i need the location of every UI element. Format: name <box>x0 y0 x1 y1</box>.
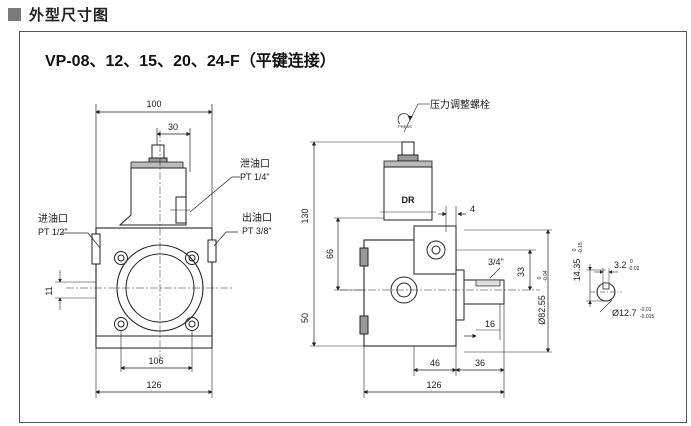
key-detail-view <box>586 264 622 313</box>
key-shaft-tol-upper: -0.01 <box>640 307 652 313</box>
drain-port-label: 泄油口 <box>240 157 270 170</box>
front-dim-30: 30 <box>168 122 178 132</box>
key-height-tol-lower: -0.15 <box>578 242 584 254</box>
key-width-tol-upper: 0 <box>630 259 633 265</box>
outlet-port-thread: PT 3/8" <box>242 226 272 236</box>
side-dim-4: 4 <box>470 204 475 214</box>
side-dim-130: 130 <box>300 208 310 223</box>
side-dim-46: 46 <box>430 358 440 368</box>
key-dim-width: 3.2 <box>614 260 627 270</box>
inlet-port-label: 进油口 <box>38 212 68 225</box>
shaft-diameter: Ø82.55 <box>537 295 547 325</box>
key-dim-height: 14.35 <box>572 259 582 282</box>
key-height-tol-upper: 0 <box>572 248 578 251</box>
drain-port-thread: PT 1/4" <box>240 172 270 182</box>
outlet-port-label: 出油口 <box>242 211 272 224</box>
shaft-dia-tol-lower: -0.04 <box>543 270 549 282</box>
front-dim-100: 100 <box>146 99 161 109</box>
pressure-screw-label: 压力调整螺栓 <box>430 98 490 111</box>
shaft-thread-label: 3/4" <box>488 257 504 267</box>
side-dim-50: 50 <box>300 313 310 323</box>
drain-mark: DR <box>402 195 415 205</box>
side-dim-126: 126 <box>426 380 441 390</box>
side-dim-36: 36 <box>475 358 485 368</box>
front-dim-11: 11 <box>44 286 54 295</box>
key-dim-shaft: Ø12.7 <box>612 308 637 318</box>
inlet-port-thread: PT 1/2" <box>38 227 68 237</box>
side-dim-33: 33 <box>516 267 526 277</box>
section-header: 外型尺寸图 <box>2 0 691 28</box>
key-width-tol-lower: -0.02 <box>628 266 640 272</box>
side-dim-16: 16 <box>485 319 495 329</box>
front-dim-126: 126 <box>146 380 161 390</box>
front-view <box>55 104 240 398</box>
drawing-subtitle: VP-08、12、15、20、24-F（平键连接） <box>45 53 336 70</box>
key-shaft-tol-lower: -0.015 <box>640 314 654 320</box>
side-dim-66: 66 <box>325 249 335 259</box>
rotation-mark: PRESS <box>398 124 412 129</box>
front-dim-106: 106 <box>148 356 163 366</box>
header-square-icon <box>8 7 21 21</box>
side-view <box>310 103 552 398</box>
drawing-frame <box>19 31 687 423</box>
shaft-dia-tol-upper: 0 <box>537 276 543 279</box>
section-title: 外型尺寸图 <box>29 6 110 24</box>
